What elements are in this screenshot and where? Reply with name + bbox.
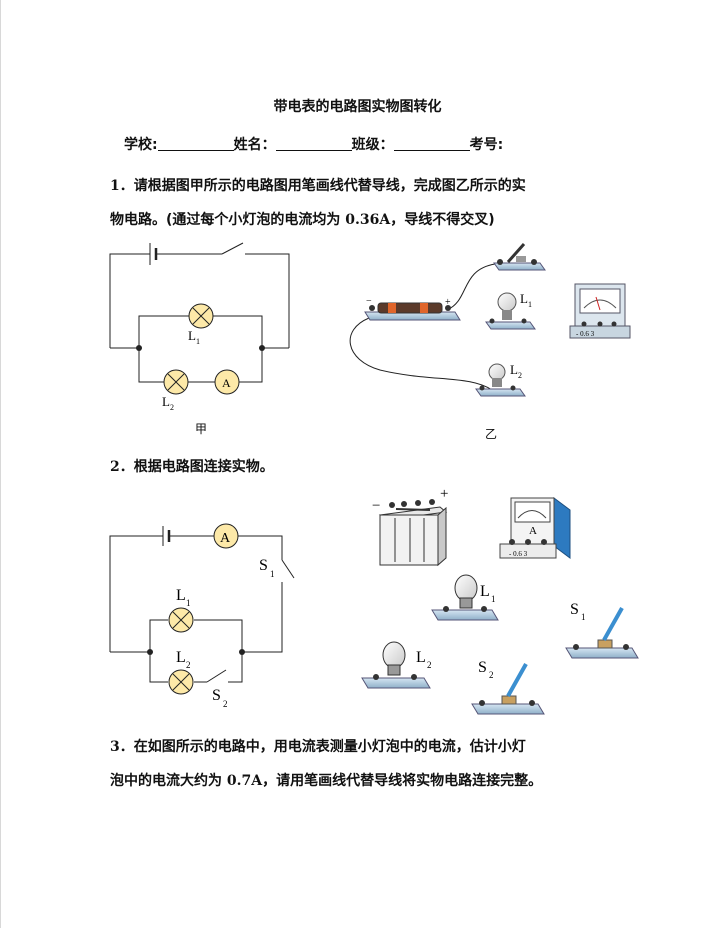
battery-minus-1: − [366, 296, 372, 307]
question-3-current: 0.7A [226, 773, 263, 789]
ammeter-letter-2: A [220, 531, 231, 546]
lamp-L2-component-2 [361, 641, 431, 689]
switch-S1-component [565, 607, 639, 659]
junction-node [136, 345, 142, 351]
battery-pack-2 [378, 499, 448, 567]
lamp-L1-sub-2: 1 [186, 598, 191, 608]
lamp-L2-component-sub-2: 2 [427, 660, 432, 670]
page-title: 带电表的电路图实物图转化 [273, 99, 442, 115]
lamp-L1-symbol-2 [168, 607, 194, 633]
junction-node [239, 649, 245, 655]
question-2-line: 2．根据电路图连接实物。 [110, 456, 274, 476]
lamp-L1-component-label: L [520, 291, 528, 306]
question-3-line-2: 泡中的电流大约为 0.7A，请用笔画线代替导线将实物电路连接完整。 [110, 770, 542, 790]
question-1-text-2b: ，导线不得交叉) [390, 212, 495, 228]
ammeter-component-1 [569, 283, 631, 339]
lamp-L1-component-sub-2: 1 [491, 594, 496, 604]
switch-S2-component [471, 663, 545, 715]
switch-lever [221, 242, 244, 255]
question-1-current: 0.36A [345, 212, 391, 228]
student-info-line: 学校: 姓名： 班级： 考号: [124, 134, 503, 154]
switch-S1-lever [281, 559, 295, 579]
question-1-text-1: 请根据图甲所示的电路图用笔画线代替导线，完成图乙所示的实 [133, 178, 526, 194]
wire-battery-to-switch [446, 263, 496, 311]
question-1-text-2a: 物电路。(通过每个小灯泡的电流均为 [110, 212, 346, 228]
question-3-text-2b: ，请用笔画线代替导线将实物电路连接完整。 [262, 773, 543, 789]
switch-S1-component-sub: 1 [581, 612, 586, 622]
lamp-L1-component-sub: 1 [528, 300, 532, 309]
question-3-line-1: 3．在如图所示的电路中，用电流表测量小灯泡中的电流，估计小灯 [110, 736, 526, 756]
lamp-L2-label: L [162, 394, 170, 409]
question-3-text-2a: 泡中的电流大约为 [110, 773, 227, 789]
lamp-L2-component-label-2: L [416, 649, 426, 666]
battery-minus-2: − [372, 498, 380, 514]
circuit-diagram-2 [109, 526, 295, 683]
switch-S2-label: S [212, 687, 221, 704]
switch-S1-component-label: S [570, 601, 579, 618]
ammeter-scale-1: - 0.6 3 [576, 330, 595, 338]
lamp-L2-component [475, 363, 526, 397]
ammeter-symbol-2 [213, 523, 239, 549]
ammeter-letter: A [222, 376, 231, 390]
circuit-diagram-1 [109, 242, 290, 383]
question-1-number: 1． [110, 178, 134, 194]
battery-holder-1 [364, 302, 461, 321]
question-1-line-1: 1．请根据图甲所示的电路图用笔画线代替导线，完成图乙所示的实 [110, 175, 526, 195]
lamp-L1-symbol [188, 303, 214, 329]
switch-S1-sub: 1 [270, 569, 275, 579]
school-label: 学校: [124, 137, 158, 153]
question-2-number: 2． [110, 459, 134, 475]
school-blank[interactable] [157, 136, 234, 151]
wire-battery-to-L2 [349, 317, 493, 391]
name-label: 姓名： [233, 137, 276, 153]
switch-S2-lever [206, 669, 227, 683]
page-border [0, 0, 1, 928]
switch-S2-component-label: S [478, 659, 487, 676]
ammeter-symbol [214, 369, 240, 395]
lamp-L1-label: L [188, 328, 196, 343]
question-1-line-2: 物电路。(通过每个小灯泡的电流均为 0.36A，导线不得交叉) [110, 209, 495, 229]
ammeter-component-2 [499, 497, 571, 559]
lamp-L2-sub-2: 2 [186, 660, 191, 670]
ammeter-scale-2: - 0.6 3 [509, 550, 528, 558]
lamp-L2-component-label: L [510, 362, 518, 377]
lamp-L2-sub: 2 [170, 403, 174, 412]
switch-S2-component-sub: 2 [489, 670, 494, 680]
junction-node [259, 345, 265, 351]
lamp-L2-symbol-2 [168, 669, 194, 695]
lamp-L2-symbol [163, 369, 189, 395]
class-blank[interactable] [393, 136, 470, 151]
class-label: 班级： [351, 137, 394, 153]
figure-jia-caption: 甲 [195, 422, 208, 436]
lamp-L1-component [485, 292, 536, 330]
lamp-L1-component-2 [431, 574, 499, 621]
question-2-text: 根据电路图连接实物。 [133, 459, 274, 475]
lamp-L1-sub: 1 [196, 337, 200, 346]
question-3-number: 3． [110, 739, 134, 755]
lamp-L2-component-sub: 2 [518, 371, 522, 380]
switch-component-1 [493, 243, 546, 271]
switch-S2-sub: 2 [223, 699, 228, 709]
lamp-L1-component-label-2: L [480, 583, 490, 600]
switch-S1-label: S [259, 557, 268, 574]
junction-node [147, 649, 153, 655]
figure-yi-caption: 乙 [485, 427, 498, 441]
question-3-text-1: 在如图所示的电路中，用电流表测量小灯泡中的电流，估计小灯 [133, 739, 526, 755]
lamp-L2-label-2: L [176, 649, 186, 666]
lamp-L1-label-2: L [176, 587, 186, 604]
battery-plus-1: + [445, 297, 451, 308]
name-blank[interactable] [275, 136, 352, 151]
battery-plus-2: + [440, 486, 448, 502]
number-label: 考号: [469, 137, 504, 153]
ammeter-letter-component-2: A [529, 525, 537, 537]
